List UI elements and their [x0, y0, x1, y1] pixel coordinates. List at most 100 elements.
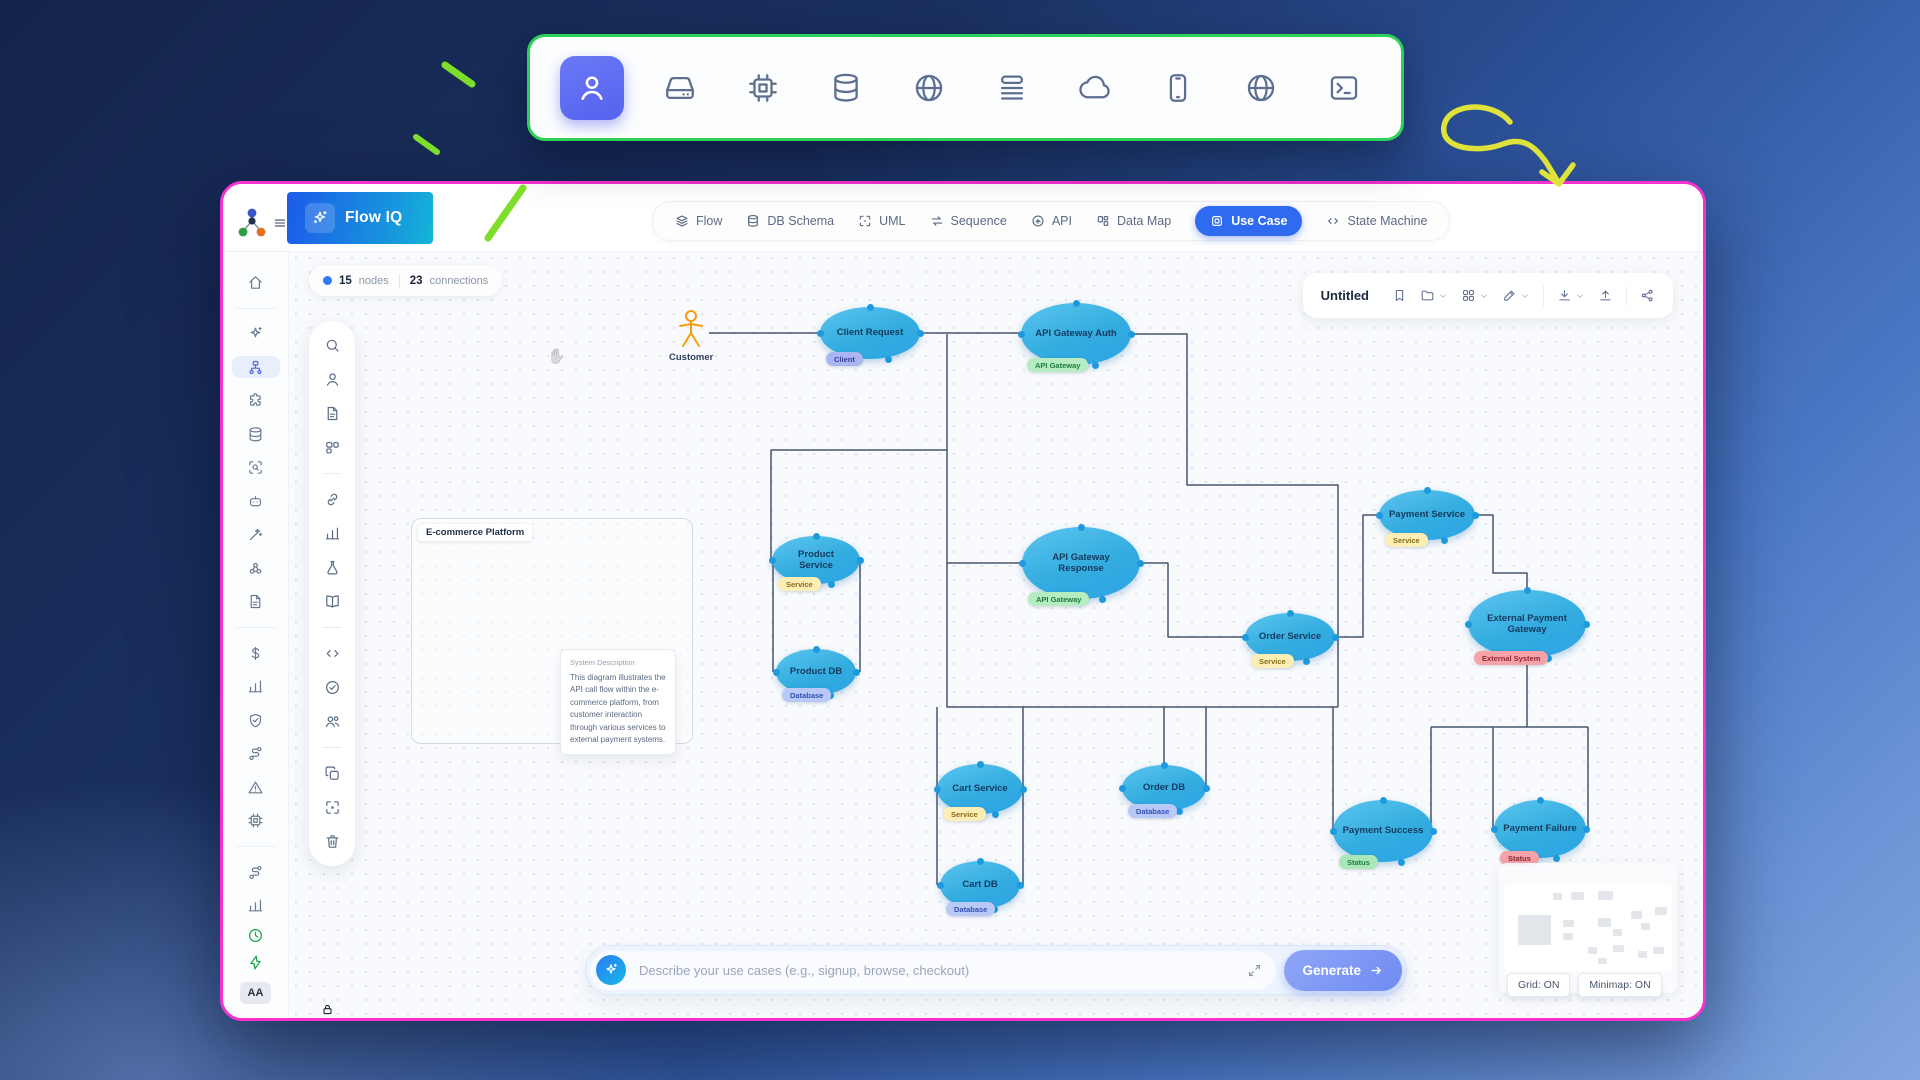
diagram-node-client-request[interactable]: Client Request	[820, 307, 920, 359]
node-handle[interactable]	[1286, 609, 1294, 617]
node-handle[interactable]	[1016, 881, 1024, 889]
sidebar-dollar-icon[interactable]	[239, 642, 273, 665]
palette-book-icon[interactable]	[324, 593, 341, 610]
node-handle[interactable]	[1471, 511, 1479, 519]
diagram-node-payment-service[interactable]: Payment Service	[1379, 490, 1475, 540]
node-handle[interactable]	[991, 810, 999, 818]
use-case-prompt-input[interactable]	[637, 961, 1237, 979]
node-handle[interactable]	[866, 303, 874, 311]
diagram-node-product-db[interactable]: Product DB	[776, 649, 856, 695]
palette-users-icon[interactable]	[324, 713, 341, 730]
node-handle[interactable]	[1582, 825, 1590, 833]
sidebar-wand-icon[interactable]	[239, 523, 273, 546]
tab-data-map[interactable]: Data Map	[1096, 214, 1171, 228]
palette-check-circle-icon[interactable]	[324, 679, 341, 696]
node-handle[interactable]	[1490, 825, 1498, 833]
sidebar-bar-chart-icon[interactable]	[239, 894, 273, 917]
node-handle[interactable]	[1582, 620, 1590, 628]
diagram-node-order-service[interactable]: Order Service	[1245, 613, 1335, 661]
sidebar-database-icon[interactable]	[239, 423, 273, 446]
diagram-node-payment-success[interactable]: Payment Success	[1333, 800, 1433, 862]
globe-icon[interactable]	[1234, 61, 1288, 115]
node-handle[interactable]	[1017, 330, 1025, 338]
tab-flow[interactable]: Flow	[675, 214, 722, 228]
sidebar-workflow-icon[interactable]	[239, 742, 273, 765]
palette-link-icon[interactable]	[324, 491, 341, 508]
sidebar-file-text-icon[interactable]	[239, 591, 273, 614]
tab-sequence[interactable]: Sequence	[930, 214, 1007, 228]
node-handle[interactable]	[856, 556, 864, 564]
download-icon[interactable]	[1557, 288, 1585, 303]
diagram-node-api-gateway-auth[interactable]: API Gateway Auth	[1021, 303, 1131, 365]
document-title[interactable]: Untitled	[1320, 288, 1369, 303]
node-handle[interactable]	[1302, 657, 1310, 665]
sidebar-puzzle-icon[interactable]	[239, 389, 273, 412]
cpu-icon[interactable]	[736, 61, 790, 115]
app-logo-icon[interactable]	[235, 206, 269, 240]
tab-use-case[interactable]: Use Case	[1195, 206, 1303, 236]
node-handle[interactable]	[1136, 559, 1144, 567]
upload-icon[interactable]	[1598, 288, 1613, 303]
node-handle[interactable]	[1397, 858, 1405, 866]
minimap[interactable]	[1505, 885, 1671, 971]
node-handle[interactable]	[1423, 486, 1431, 494]
palette-copy-icon[interactable]	[324, 765, 341, 782]
node-handle[interactable]	[816, 329, 824, 337]
queue-icon[interactable]	[985, 61, 1039, 115]
node-handle[interactable]	[1175, 807, 1183, 815]
node-handle[interactable]	[1429, 827, 1437, 835]
node-handle[interactable]	[828, 580, 836, 588]
node-handle[interactable]	[1092, 361, 1100, 369]
user-icon[interactable]	[560, 55, 624, 120]
bookmark-icon[interactable]	[1392, 288, 1407, 303]
palette-code-icon[interactable]	[324, 645, 341, 662]
grid-icon[interactable]	[1461, 288, 1489, 303]
node-handle[interactable]	[1536, 796, 1544, 804]
grid-toggle[interactable]: Grid: ON	[1507, 973, 1571, 997]
diagram-canvas[interactable]: 15 nodes 23 connections Untitled React F…	[289, 251, 1703, 1018]
database-icon[interactable]	[819, 61, 873, 115]
node-handle[interactable]	[812, 645, 820, 653]
tab-uml[interactable]: UML	[858, 214, 906, 228]
node-handle[interactable]	[1553, 854, 1561, 862]
sidebar-zap-icon[interactable]	[239, 955, 273, 971]
tab-state-machine[interactable]: State Machine	[1326, 214, 1427, 228]
node-handle[interactable]	[1202, 784, 1210, 792]
node-handle[interactable]	[1018, 559, 1026, 567]
node-handle[interactable]	[1329, 827, 1337, 835]
node-handle[interactable]	[1241, 633, 1249, 641]
sidebar-home-icon[interactable]	[239, 271, 273, 294]
node-handle[interactable]	[1072, 299, 1080, 307]
node-handle[interactable]	[768, 556, 776, 564]
sidebar-clock-icon[interactable]	[239, 928, 273, 944]
sidebar-hierarchy-icon[interactable]	[231, 355, 280, 379]
palette-layout-icon[interactable]	[324, 439, 341, 456]
user-avatar[interactable]: AA	[239, 982, 272, 1004]
node-handle[interactable]	[1098, 595, 1106, 603]
sidebar-sparkles-icon[interactable]	[239, 322, 273, 345]
sidebar-scan-search-icon[interactable]	[239, 456, 273, 479]
palette-search-icon[interactable]	[324, 337, 341, 354]
share-icon[interactable]	[1640, 288, 1655, 303]
node-handle[interactable]	[772, 668, 780, 676]
actor-customer[interactable]: Customer	[669, 309, 713, 363]
globe-icon[interactable]	[902, 61, 956, 115]
node-handle[interactable]	[1523, 586, 1531, 594]
node-handle[interactable]	[1160, 761, 1168, 769]
expand-icon[interactable]	[1247, 963, 1262, 978]
diagram-node-external-payment-gateway[interactable]: External Payment Gateway	[1468, 590, 1586, 658]
node-handle[interactable]	[976, 760, 984, 768]
node-handle[interactable]	[884, 355, 892, 363]
generate-button[interactable]: Generate	[1284, 949, 1402, 991]
node-handle[interactable]	[1019, 785, 1027, 793]
node-handle[interactable]	[916, 329, 924, 337]
node-handle[interactable]	[812, 532, 820, 540]
minimap-toggle[interactable]: Minimap: ON	[1578, 973, 1662, 997]
sidebar-workflow-icon[interactable]	[239, 861, 273, 884]
system-description-note[interactable]: System Description This diagram illustra…	[560, 649, 676, 756]
pen-icon[interactable]	[1502, 288, 1530, 303]
cloud-icon[interactable]	[1068, 61, 1122, 115]
palette-bar-chart-icon[interactable]	[324, 525, 341, 542]
node-handle[interactable]	[933, 785, 941, 793]
smartphone-icon[interactable]	[1151, 61, 1205, 115]
